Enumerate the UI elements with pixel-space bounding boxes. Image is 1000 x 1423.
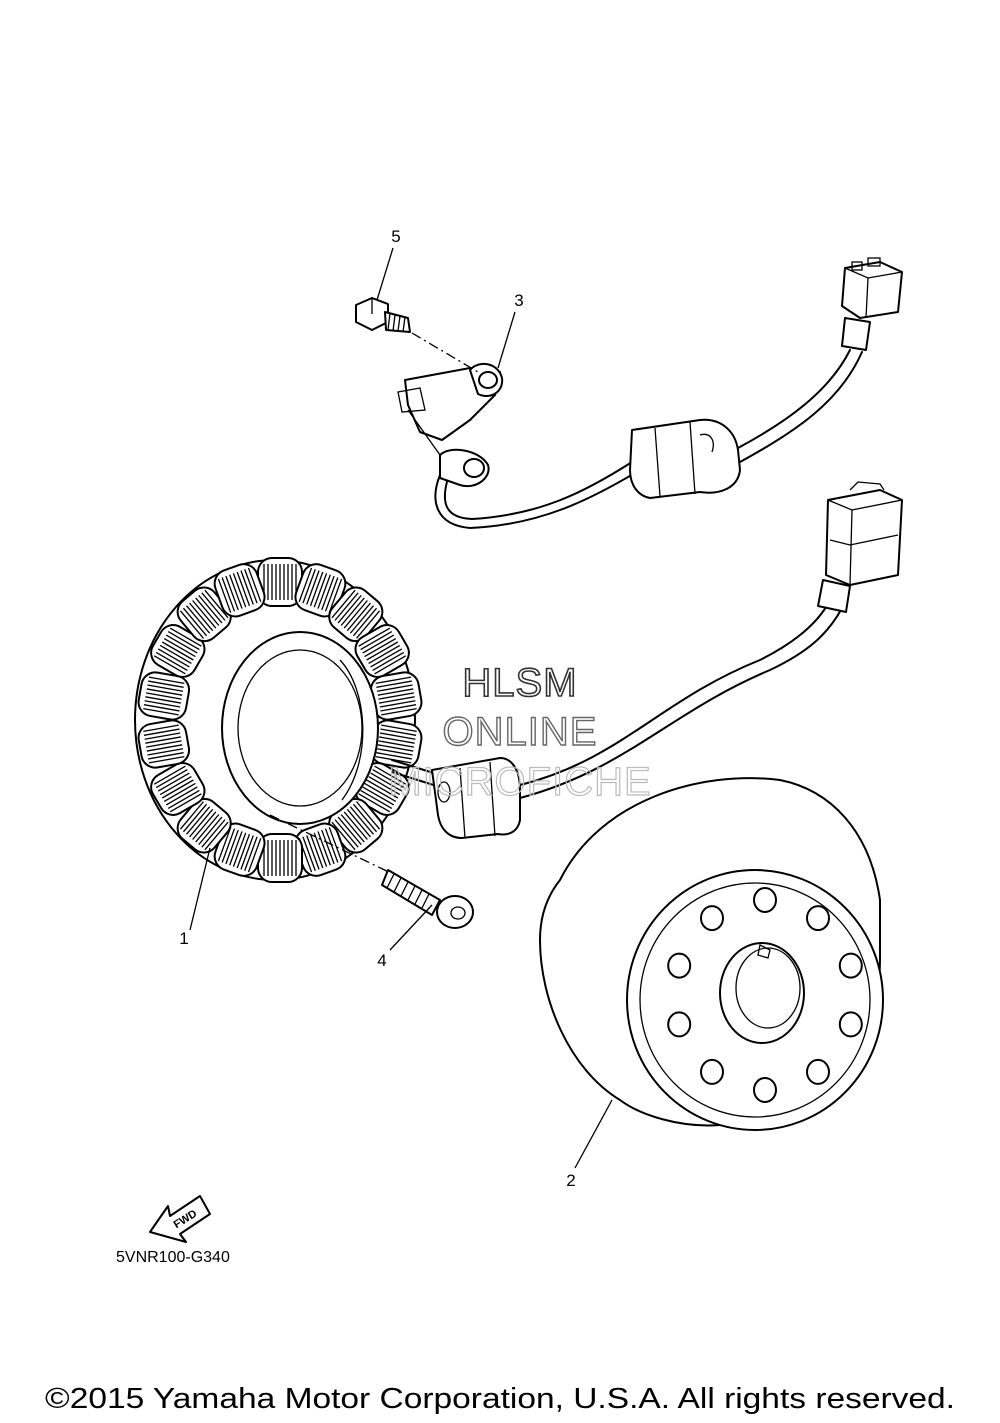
rotor-hole — [806, 1058, 830, 1085]
rotor-hole — [667, 1011, 692, 1038]
rotor-hole — [753, 1077, 777, 1103]
stator-pole — [328, 586, 384, 643]
stator-pole — [213, 563, 266, 618]
stator-pole — [176, 797, 232, 854]
watermark-line-3: MICROFICHE — [388, 760, 651, 804]
leader-lines — [189, 247, 613, 1169]
copyright-notice: ©2015 Yamaha Motor Corporation, U.S.A. A… — [45, 1383, 955, 1415]
callout-4: 4 — [377, 951, 386, 970]
pickup-coil-assembly — [397, 257, 903, 529]
rotor-hole — [838, 1011, 863, 1038]
rotor-hole — [667, 952, 692, 979]
stator-pole — [150, 762, 206, 816]
callout-3: 3 — [514, 291, 523, 310]
stator — [134, 557, 423, 883]
stator-pole — [137, 719, 191, 769]
stator-pole — [137, 671, 191, 721]
rotor-hole — [838, 952, 863, 979]
rotor-hole — [700, 1058, 724, 1085]
rotor-hole — [806, 905, 830, 932]
callout-1: 1 — [179, 929, 188, 948]
stator-pole — [369, 719, 423, 769]
callout-5: 5 — [391, 227, 400, 246]
callout-2: 2 — [566, 1171, 575, 1190]
watermark-line-1: HLSM — [462, 661, 577, 705]
watermark: HLSM ONLINE MICROFICHE — [388, 660, 652, 804]
bolt-5 — [355, 297, 479, 373]
fwd-arrow-icon: FWD — [149, 1195, 211, 1243]
bolt-4 — [269, 814, 474, 929]
stator-pole — [294, 822, 347, 877]
rotor-hole — [700, 905, 724, 932]
stator-pole — [354, 762, 410, 816]
diagram-code: 5VNR100-G340 — [116, 1249, 230, 1266]
rotor-flywheel — [539, 777, 884, 1131]
stator-pole — [150, 624, 206, 678]
watermark-line-2: ONLINE — [443, 710, 598, 754]
stator-pole — [354, 624, 410, 678]
stator-pole — [176, 586, 232, 643]
stator-lead-assembly — [391, 481, 903, 839]
stator-pole — [257, 833, 303, 883]
stator-pole — [294, 563, 347, 618]
stator-pole — [213, 822, 266, 877]
rotor-hole — [753, 887, 777, 913]
